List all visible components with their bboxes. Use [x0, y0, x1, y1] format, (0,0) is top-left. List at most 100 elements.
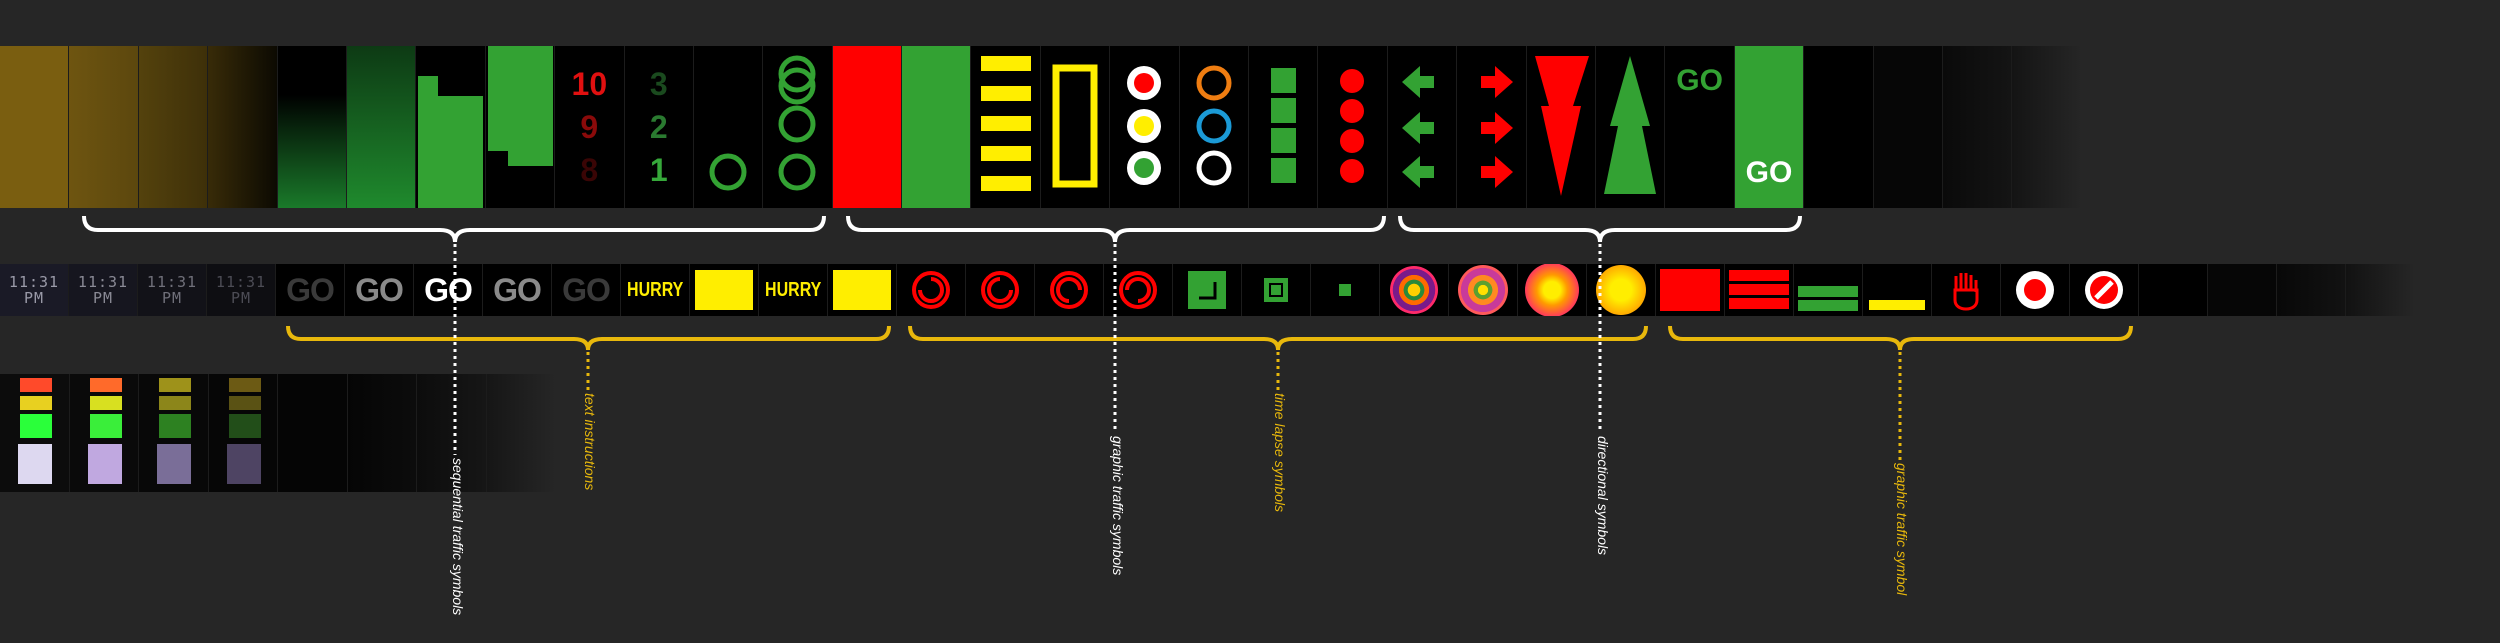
gold-bracket-3: [1668, 325, 2133, 351]
green-bars-icon: [1798, 286, 1858, 311]
go-text: GO: [562, 271, 611, 308]
hurry-text: HURRY: [764, 278, 822, 301]
go-text: GO: [355, 271, 404, 308]
empty-mid-cell-3: [2277, 264, 2346, 316]
radial-rings-icon: [1458, 265, 1508, 315]
green-up-arrow-cell: [1595, 46, 1666, 208]
white-bracket-2: [846, 215, 1386, 243]
green-small-square-cell: [1311, 264, 1380, 316]
label-directional: directional symbols: [1595, 436, 1611, 556]
amber-fade-cell-1: [0, 46, 70, 208]
amber-fade-cell-2: [69, 46, 139, 208]
radial-rings-icon: [1390, 266, 1438, 314]
green-left-arrows-cell: [1387, 46, 1458, 208]
go-text: GO: [424, 271, 473, 308]
empty-mid-cell-4: [2346, 264, 2415, 316]
countdown-2: 2: [649, 108, 668, 145]
go-large-text: GO: [1745, 156, 1793, 189]
empty-bottom-cell-4: [486, 374, 556, 492]
gold-bracket-1: [286, 325, 891, 351]
hurry-cell-1: HURRY: [621, 264, 690, 316]
empty-bottom-cell-3: [417, 374, 487, 492]
red-dots-icon: [1340, 69, 1365, 183]
go-small-text: GO: [1676, 64, 1723, 97]
yellow-block: [695, 270, 753, 310]
empty-black-cell-4: [2012, 46, 2082, 208]
empty-bottom-cell-2: [347, 374, 417, 492]
clock-time: 11:31: [146, 273, 198, 291]
red-hand-cell: [1932, 264, 2001, 316]
gold-bracket-2: [908, 325, 1648, 351]
green-gradient-cell: [346, 46, 417, 208]
no-entry-icon: [2085, 271, 2123, 309]
bottom-photo-strip: [0, 374, 556, 492]
red-block-cell: [1656, 264, 1725, 316]
red-ring-cell-1: [897, 264, 966, 316]
left-arrows-icon: [1401, 66, 1434, 188]
signal-photo-cell-2: [69, 374, 139, 492]
label-sequential: sequential traffic symbols: [450, 458, 466, 616]
countdown-10: 10: [571, 65, 608, 102]
go-fade-cell-2: GO: [345, 264, 414, 316]
red-ring-icon: [1119, 271, 1157, 309]
clock-period: PM: [23, 289, 45, 307]
green-ring-icon: [709, 153, 747, 191]
countdown-3: 3: [649, 65, 668, 102]
red-block: [1660, 269, 1720, 311]
green-bars-cell: [1794, 264, 1863, 316]
green-corner-square-cell: [1173, 264, 1242, 316]
traffic-light-dots-cell: [1110, 46, 1180, 208]
red-ring-cell-3: [1035, 264, 1104, 316]
colored-rings-cell: [1179, 46, 1250, 208]
radial-rings-cell-2: [1449, 264, 1518, 316]
signal-photo-cell-4: [208, 374, 278, 492]
green-step-shape-2: [487, 46, 553, 166]
red-dot-icon: [2016, 271, 2054, 309]
radial-glow-icon: [1525, 264, 1579, 316]
green-small-square-icon: [1339, 284, 1351, 296]
yellow-block: [833, 270, 891, 310]
empty-black-cell-1: [1804, 46, 1874, 208]
signal-photo-cell-1: [0, 374, 70, 492]
red-bars-icon: [1729, 270, 1789, 309]
empty-black-cell-2: [1873, 46, 1943, 208]
led-signal-icon: [157, 378, 191, 484]
green-ring-single-cell: [693, 46, 764, 208]
clock-period: PM: [230, 289, 252, 307]
empty-mid-cell-1: [2139, 264, 2208, 316]
white-bracket-1: [82, 215, 826, 243]
red-ring-icon: [912, 271, 950, 309]
yellow-bars-icon: [981, 56, 1032, 191]
green-nested-square-icon: [1264, 278, 1288, 302]
go-large-cell: GO: [1734, 46, 1805, 208]
hurry-text: HURRY: [626, 278, 684, 301]
red-right-arrows-cell: [1457, 46, 1527, 208]
led-signal-icon: [87, 378, 122, 484]
label-text-instructions: text instructions: [582, 393, 598, 491]
colored-rings-icon: [1196, 65, 1232, 186]
red-down-arrow-cell: [1526, 46, 1596, 208]
radial-rings-cell-1: [1380, 264, 1449, 316]
signal-photo-cell-3: [139, 374, 209, 492]
clock-time: 11:31: [77, 273, 129, 291]
red-dots-cell: [1318, 46, 1388, 208]
yellow-bars-cell: [971, 46, 1041, 208]
red-ring-icon: [1050, 271, 1088, 309]
yellow-frame-cell: [1040, 46, 1111, 208]
yellow-block-cell-2: [828, 264, 897, 316]
led-signal-icon: [226, 378, 261, 484]
go-fade-cell-3: GO: [483, 264, 552, 316]
right-arrows-icon: [1481, 66, 1514, 188]
solid-green-cell: [902, 46, 972, 208]
go-small-cell: GO: [1665, 46, 1735, 208]
go-text: GO: [286, 271, 335, 308]
green-glow-bottom-cell: [277, 46, 347, 208]
up-arrow-icon: [1603, 56, 1656, 194]
radial-sun-icon: [1596, 265, 1646, 315]
radial-rings-cell-4: [1587, 264, 1656, 316]
down-arrow-icon: [1534, 56, 1589, 196]
